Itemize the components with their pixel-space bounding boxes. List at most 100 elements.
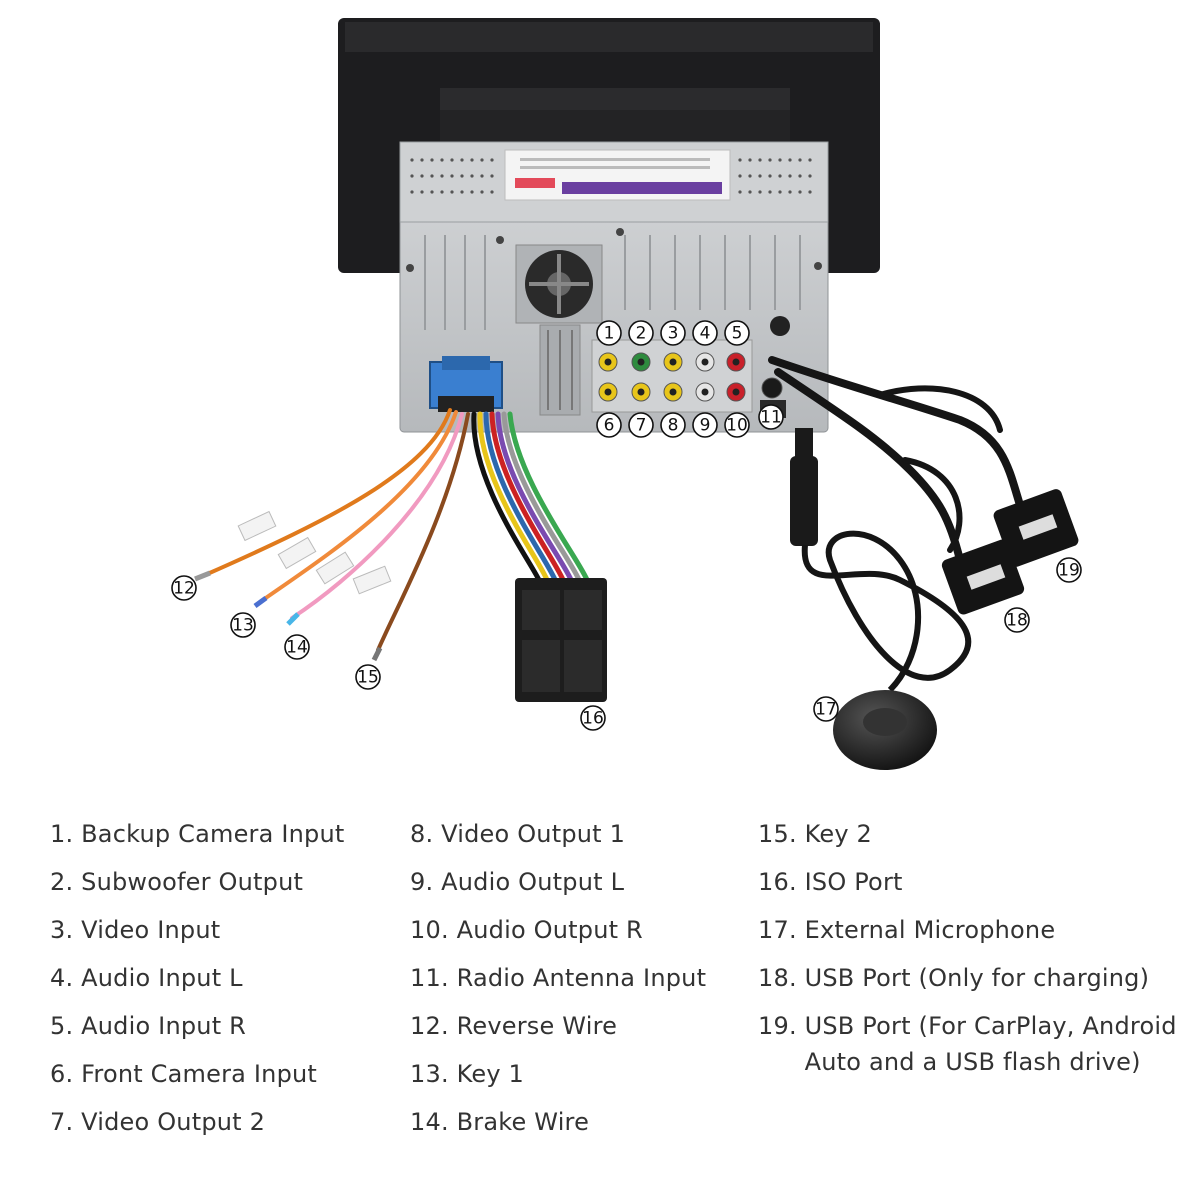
wire-tags [237,510,392,595]
callout-circle [758,404,784,430]
legend-item-label: USB Port (Only for charging) [804,964,1150,992]
callout-number: 9 [700,416,711,436]
callout-circle [813,696,839,722]
callout-circle [284,634,310,660]
legend-item-label: Subwoofer Output [81,868,304,896]
cooling-fan [515,244,603,324]
usb-cables [768,356,1029,564]
callout-circle [660,412,686,438]
legend-item-number: 11. [410,964,457,992]
callout-circle [628,412,654,438]
legend-item-label: Audio Output L [441,868,625,896]
legend-column-1: 1. Backup Camera Input 2. Subwoofer Outpu… [50,816,400,1152]
legend-item-number: 18. [758,964,805,992]
legend-item: 10. Audio Output R [410,912,750,948]
callout-4: 4 [692,320,718,346]
screws [406,228,822,272]
wire-harness [203,408,591,652]
callout-circle [596,412,622,438]
legend-item: 5. Audio Input R [50,1008,400,1044]
callout-circle [230,612,256,638]
callout-circle [724,412,750,438]
legend-column-3: 15. Key 2 16. ISO Port 17. External Microp… [758,816,1178,1092]
callout-number: 11 [760,408,782,428]
legend-item-number: 14. [410,1108,457,1136]
callout-15: 15 [355,664,381,690]
legend-item-label: Reverse Wire [456,1012,618,1040]
callout-circle [692,412,718,438]
callout-number: 1 [604,324,615,344]
legend-item-label: Front Camera Input [81,1060,318,1088]
rca-panel [591,339,753,413]
callout-circle [724,320,750,346]
legend-item-label: ISO Port [804,868,903,896]
legend-item: 14. Brake Wire [410,1104,750,1140]
legend-item-label: Video Input [81,916,221,944]
callout-7: 7 [628,412,654,438]
legend-item-label: Audio Output R [456,916,643,944]
callout-circle [596,320,622,346]
legend-item: 4. Audio Input L [50,960,400,996]
callout-circle [660,320,686,346]
legend-item: 8. Video Output 1 [410,816,750,852]
iso-plug [515,578,607,702]
legend-item: 16. ISO Port [758,864,1178,900]
callout-number: 14 [286,638,308,658]
callout-circle [171,575,197,601]
legend-item: 12. Reverse Wire [410,1008,750,1044]
legend-item: 7. Video Output 2 [50,1104,400,1140]
legend-item: 13. Key 1 [410,1056,750,1092]
callout-6: 6 [596,412,622,438]
callout-10: 10 [724,412,750,438]
callout-circle [1004,607,1030,633]
legend-item-label: Brake Wire [456,1108,590,1136]
legend-item: 2. Subwoofer Output [50,864,400,900]
legend-item-number: 8. [410,820,442,848]
callout-number: 3 [668,324,679,344]
wire-tips [194,570,383,662]
callout-13: 13 [230,612,256,638]
legend-item: 17. External Microphone [758,912,1178,948]
callout-number: 15 [357,668,379,688]
callout-circle [628,320,654,346]
callout-number: 13 [232,616,254,636]
callout-17: 17 [813,696,839,722]
legend-item-number: 9. [410,868,442,896]
legend-item-label: Audio Input L [81,964,243,992]
vent-holes [410,158,812,194]
callout-circle [1056,557,1082,583]
legend-item: 3. Video Input [50,912,400,948]
external-microphone [833,690,937,770]
legend-item-number: 12. [410,1012,457,1040]
callout-number: 10 [726,416,748,436]
legend-item: 9. Audio Output L [410,864,750,900]
usb-connector-19 [993,489,1079,567]
heatsink-fins [424,235,801,330]
callout-number: 19 [1058,561,1080,581]
legend-item-number: 16. [758,868,805,896]
callout-circle [580,705,606,731]
legend-item: 6. Front Camera Input [50,1056,400,1092]
callout-16: 16 [580,705,606,731]
legend-item-number: 1. [50,820,82,848]
callout-number: 6 [604,416,615,436]
legend-item-label: Radio Antenna Input [456,964,707,992]
legend-column-2: 8. Video Output 1 9. Audio Output L 10. Au… [410,816,750,1152]
legend-item-label: Key 1 [456,1060,525,1088]
antenna-plug [790,428,818,546]
callout-number: 16 [582,709,604,729]
legend-item-number: 6. [50,1060,82,1088]
legend-item: 18. USB Port (Only for charging) [758,960,1178,996]
mic-cable [801,530,972,693]
callout-number: 7 [636,416,647,436]
legend-item: 15. Key 2 [758,816,1178,852]
callout-number: 5 [732,324,743,344]
callout-11: 11 [758,404,784,430]
legend-item: 1. Backup Camera Input [50,816,400,852]
legend-item-label: Audio Input R [81,1012,247,1040]
callout-circle [692,320,718,346]
callout-number: 18 [1006,611,1028,631]
callout-19: 19 [1056,557,1082,583]
